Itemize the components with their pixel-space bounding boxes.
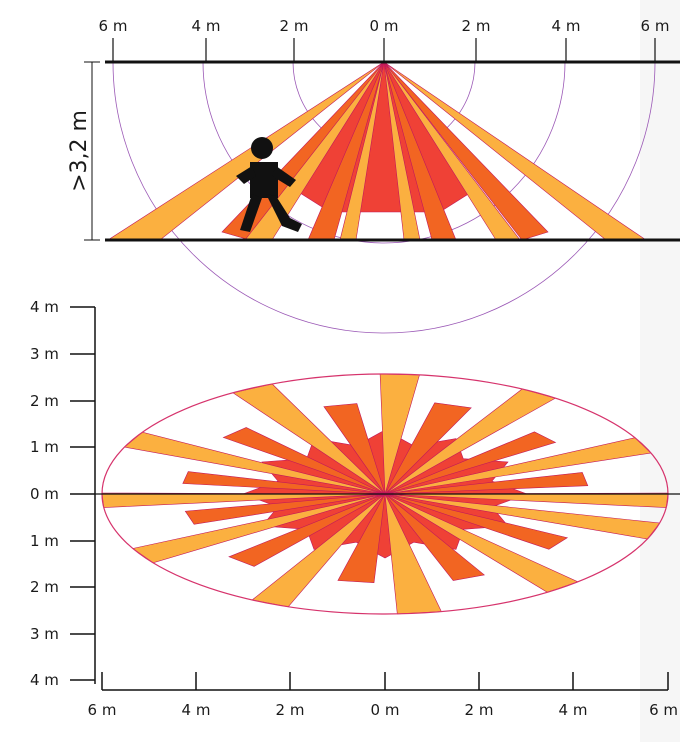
side-tick-label: 0 m [370,17,399,35]
side-view: >3,2 m 6 m 4 m 2 m 0 m 2 m 4 m 6 m [67,17,680,334]
y-tick-label: 4 m [30,298,59,316]
range-arc-4m [202,61,566,244]
x-tick-label: 6 m [88,701,117,719]
y-tick-label: 2 m [30,392,59,410]
side-tick-label: 6 m [99,17,128,35]
side-beam [383,61,549,241]
walking-person-icon [236,137,302,232]
x-tick-label: 4 m [182,701,211,719]
range-arc-6m [112,61,656,334]
top-beams [101,373,669,615]
top-beam [182,471,386,495]
top-view: 4 m 3 m 2 m 1 m 0 m 1 m 2 m 3 m 4 m 6 m 4 m 2 m 0 m… [30,298,680,719]
x-tick-label: 2 m [276,701,305,719]
x-tick-label: 6 m [649,701,678,719]
side-tick-label: 4 m [552,17,581,35]
side-tick-label: 6 m [641,17,670,35]
x-tick-label: 4 m [559,701,588,719]
y-tick-label: 0 m [30,485,59,503]
top-beam [384,493,485,581]
top-beam [384,431,557,495]
y-tick-label: 3 m [30,625,59,643]
top-beam [384,493,569,550]
side-distance-axis: 6 m 4 m 2 m 0 m 2 m 4 m 6 m [99,17,670,62]
top-beam [337,493,386,584]
side-tick-label: 2 m [280,17,309,35]
top-beam [323,403,386,495]
edge-shading [640,0,680,742]
top-beam [184,493,386,525]
y-tick-label: 4 m [30,671,59,689]
top-beam [222,427,386,495]
x-tick-label: 2 m [465,701,494,719]
top-beam [228,493,386,567]
height-label: >3,2 m [67,110,92,192]
side-beams [106,61,647,241]
y-tick-label: 2 m [30,578,59,596]
side-tick-label: 4 m [192,17,221,35]
top-y-axis: 4 m 3 m 2 m 1 m 0 m 1 m 2 m 3 m 4 m [30,298,96,689]
x-tick-label: 0 m [371,701,400,719]
side-tick-label: 2 m [462,17,491,35]
y-tick-label: 1 m [30,438,59,456]
y-tick-label: 3 m [30,345,59,363]
top-x-axis: 6 m 4 m 2 m 0 m 2 m 4 m 6 m [88,672,678,719]
top-beam [384,472,589,495]
top-beam [384,402,472,495]
y-tick-label: 1 m [30,532,59,550]
